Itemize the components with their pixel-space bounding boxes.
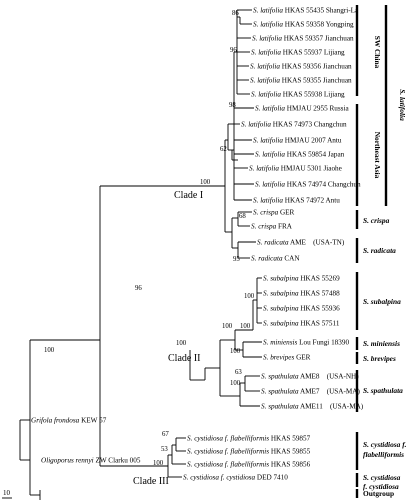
group-label-sw-china: SW China (373, 36, 382, 69)
tip-label: S. latifolia HKAS 59355 Jianchuan (250, 77, 352, 85)
tip-label: S. radicata CAN (251, 255, 300, 263)
tip-label: S. latifolia HMJAU 5301 Jiaohe (249, 165, 342, 173)
scale-bar-label: 10 (3, 489, 11, 497)
clade-label: Clade I (174, 190, 203, 201)
tip-label: S. spathulata AME8 (USA-NH) (261, 373, 359, 381)
tip-label: S. latifolia HKAS 55435 Shangri-La (253, 7, 359, 15)
tree-branches (19, 9, 262, 500)
tip-label: S. crispa FRA (251, 223, 293, 231)
bootstrap-value: 63 (235, 369, 242, 376)
group-label-flabelliformis-2: flabelliformis (363, 450, 404, 459)
bootstrap-value: 62 (220, 146, 227, 153)
group-label-subalpina: S. subalpina (363, 297, 401, 306)
tip-label: S. latifolia HKAS 59356 Jianchuan (250, 63, 352, 71)
tip-label: S. latifolia HKAS 59358 Yongping (253, 21, 354, 29)
tip-labels: S. latifolia HKAS 55435 Shangri-La S. la… (31, 7, 364, 482)
bootstrap-value: 100 (153, 460, 164, 467)
group-label-latifolia: S. latifolia (398, 89, 407, 121)
bootstrap-value: 53 (161, 446, 168, 453)
tip-label: S. latifolia HKAS 74974 Changchun (255, 181, 361, 189)
tip-label: S. subalpina HKAS 55269 (263, 275, 340, 283)
bootstrap-value: 100 (176, 340, 187, 347)
bootstrap-value: 96 (135, 285, 142, 292)
bootstrap-value: 100 (240, 323, 251, 330)
tip-label: S. subalpina HKAS 57488 (263, 290, 340, 298)
tip-label: S. spathulata AME11 (USA-MA) (261, 403, 364, 411)
tip-label: S. latifolia HKAS 55938 Lijiang (251, 91, 345, 99)
bootstrap-value: 100 (200, 179, 211, 186)
tip-label: S. cystidiosa f. flabelliformis HKAS 598… (187, 461, 311, 469)
tip-label: S. latifolia HKAS 74973 Changchun (241, 121, 347, 129)
tip-label: S. miniensis Lou Fungi 18390 (263, 339, 349, 347)
group-label-ne-asia: Northeast Asia (373, 132, 382, 179)
tip-label: S. crispa GER (253, 209, 295, 217)
tip-label: S. brevipes GER (263, 354, 311, 362)
group-label-spathulata: S. spathulata (363, 386, 403, 395)
group-label-radicata: S. radicata (363, 246, 396, 255)
bootstrap-value: 100 (222, 323, 233, 330)
clade-label: Clade III (133, 476, 169, 487)
tip-label: S. cystidiosa f. flabelliformis HKAS 598… (187, 435, 311, 443)
group-label-brevipes: S. brevipes (363, 354, 396, 363)
clade-label: Clade II (168, 353, 201, 364)
tip-label: S. spathulata AME7 (USA-MA) (261, 388, 360, 396)
bootstrap-value: 100 (230, 348, 241, 355)
group-label-outgroup: Outgroup (363, 489, 394, 498)
bootstrap-values: 86 96 98 62 100 68 95 96 100 100 100 100… (44, 10, 255, 467)
tip-label: S. latifolia HKAS 74972 Antu (253, 197, 340, 205)
group-label-flabelliformis-1: S. cystidiosa f. (363, 440, 407, 449)
bootstrap-value: 100 (230, 380, 241, 387)
scale-bar: 10 (2, 489, 12, 499)
group-label-cystidiosa-1: S. cystidiosa (363, 473, 401, 482)
tip-label: S. latifolia HMJAU 2955 Russia (255, 105, 349, 113)
tip-label: S. cystidiosa f. flabelliformis HKAS 598… (187, 448, 311, 456)
tip-label: Grifola frondosa KEW 57 (31, 417, 107, 425)
tip-label: S. latifolia HKAS 59854 Japan (255, 151, 345, 159)
bootstrap-value: 100 (244, 293, 255, 300)
group-label-miniensis: S. miniensis (363, 339, 400, 348)
bootstrap-value: 96 (230, 47, 237, 54)
bootstrap-value: 86 (232, 10, 239, 17)
bootstrap-value: 67 (162, 431, 169, 438)
tip-label: S. radicata AME (USA-TN) (257, 239, 345, 247)
bootstrap-value: 100 (44, 347, 55, 354)
group-label-crispa: S. crispa (363, 216, 390, 225)
tip-label: S. cystidiosa f. cystidiosa DED 7410 (183, 474, 288, 482)
bootstrap-value: 98 (229, 102, 236, 109)
tip-label: S. subalpina HKAS 55936 (263, 305, 340, 313)
group-bars (355, 5, 388, 498)
tip-label: Oligoporus rennyi ZW Clarku 005 (41, 457, 141, 465)
tip-label: S. latifolia HKAS 55937 Lijiang (251, 49, 345, 57)
bootstrap-value: 95 (233, 256, 240, 263)
tip-label: S. subalpina HKAS 57511 (263, 320, 340, 328)
group-label-cystidiosa-2: f. cystidiosa (363, 482, 399, 491)
tip-label: S. latifolia HMJAU 2007 Antu (253, 137, 342, 145)
tip-label: S. latifolia HKAS 59357 Jianchuan (252, 35, 354, 43)
bootstrap-value: 68 (239, 213, 246, 220)
